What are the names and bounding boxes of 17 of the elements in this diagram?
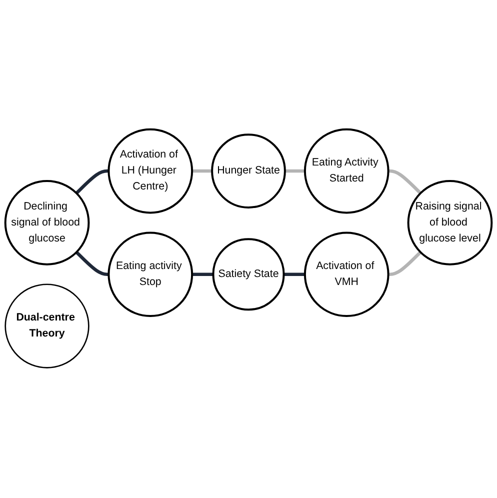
node-circle: Dual-centre Theory xyxy=(4,284,90,369)
connector xyxy=(284,273,305,276)
connector xyxy=(75,251,109,276)
connector xyxy=(388,170,422,195)
connector xyxy=(192,273,214,276)
node-circle: Satiety State xyxy=(212,238,285,312)
node-circle: Raising signal of blood glucose level xyxy=(407,180,493,266)
connector xyxy=(284,170,305,174)
node-circle: Eating activity Stop xyxy=(108,232,194,318)
connector xyxy=(192,170,212,174)
node-circle: Declining signal of blood glucose xyxy=(4,180,90,266)
node-circle: Eating Activity Started xyxy=(304,128,390,214)
node-circle: Activation of LH (Hunger Centre) xyxy=(108,128,194,214)
node-circle: Activation of VMH xyxy=(304,232,390,318)
connector xyxy=(388,251,422,276)
node-circle: Hunger State xyxy=(211,134,286,209)
connector xyxy=(75,170,109,195)
